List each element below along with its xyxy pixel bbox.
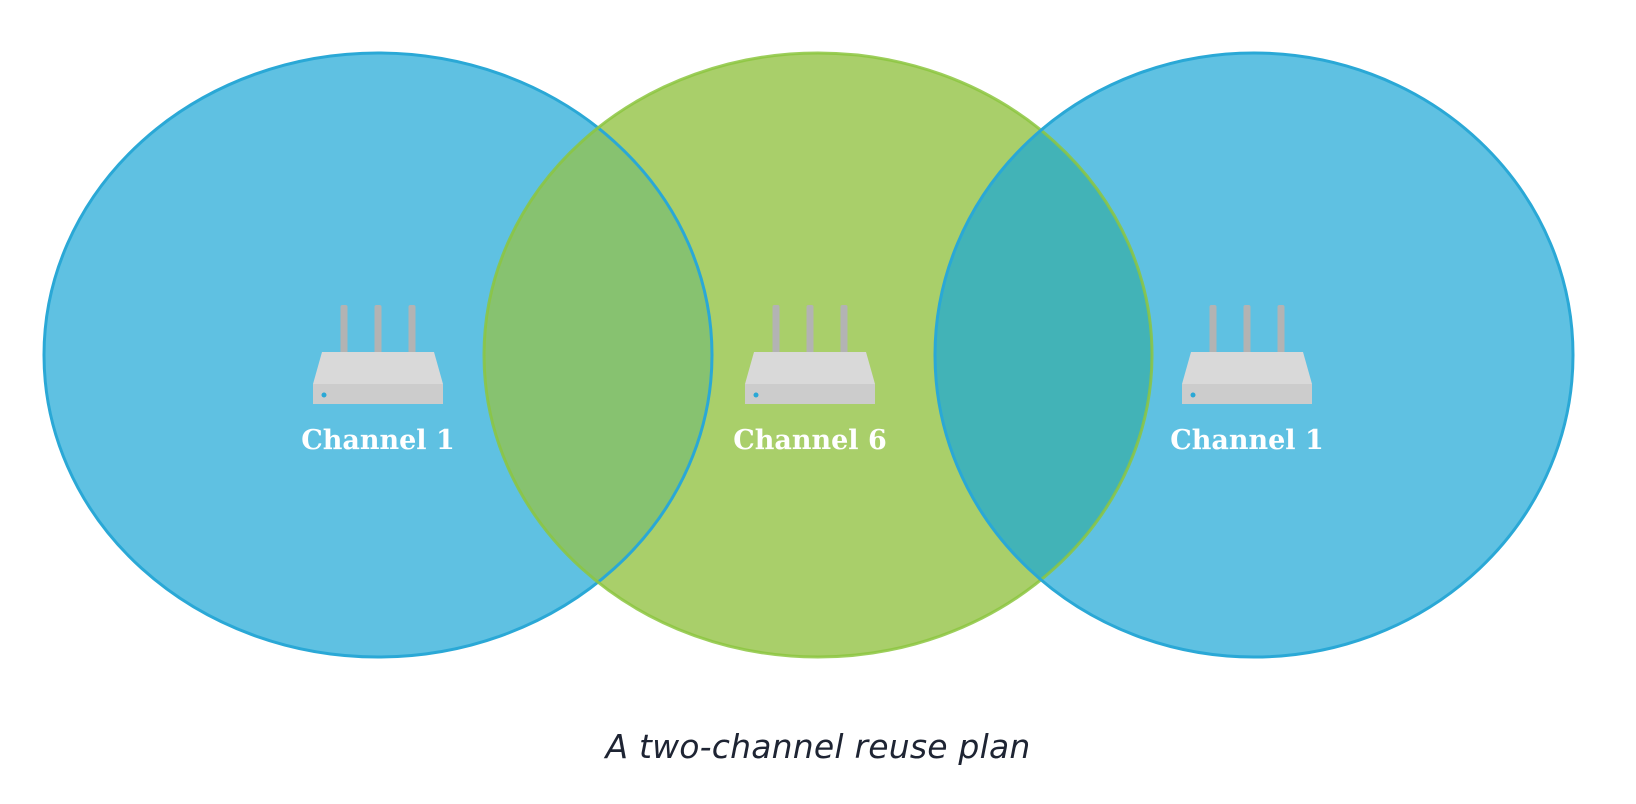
overlap-middle-right	[935, 53, 1152, 657]
router-front	[745, 384, 875, 404]
access-point-middle: Channel 6	[733, 305, 887, 456]
access-point-right: Channel 1	[1170, 305, 1324, 456]
antenna-1	[340, 305, 348, 355]
wifi-router-icon	[313, 305, 443, 404]
antenna-2	[1243, 305, 1251, 355]
antenna-2	[806, 305, 814, 355]
router-top	[313, 352, 443, 384]
router-top	[1182, 352, 1312, 384]
router-front	[1182, 384, 1312, 404]
channel-reuse-diagram: Channel 1 Channel 6 Channel 1	[42, 51, 1575, 659]
antenna-3	[840, 305, 848, 355]
antenna-3	[1277, 305, 1285, 355]
channel-label: Channel 1	[1170, 425, 1324, 456]
antenna-1	[772, 305, 780, 355]
status-led	[753, 392, 759, 398]
router-front	[313, 384, 443, 404]
status-led	[1190, 392, 1196, 398]
status-led	[321, 392, 327, 398]
antenna-3	[408, 305, 416, 355]
overlap-left-middle	[484, 53, 712, 657]
wifi-router-icon	[745, 305, 875, 404]
channel-label: Channel 1	[301, 425, 455, 456]
antenna-1	[1209, 305, 1217, 355]
access-point-left: Channel 1	[301, 305, 455, 456]
wifi-router-icon	[1182, 305, 1312, 404]
antenna-2	[374, 305, 382, 355]
figure-caption: A two-channel reuse plan	[605, 727, 1031, 766]
coverage-cell-right-outline	[933, 51, 1575, 659]
router-top	[745, 352, 875, 384]
coverage-cell-middle-outline	[482, 51, 1154, 659]
coverage-cell-left-outline	[42, 51, 714, 659]
channel-label: Channel 6	[733, 425, 887, 456]
